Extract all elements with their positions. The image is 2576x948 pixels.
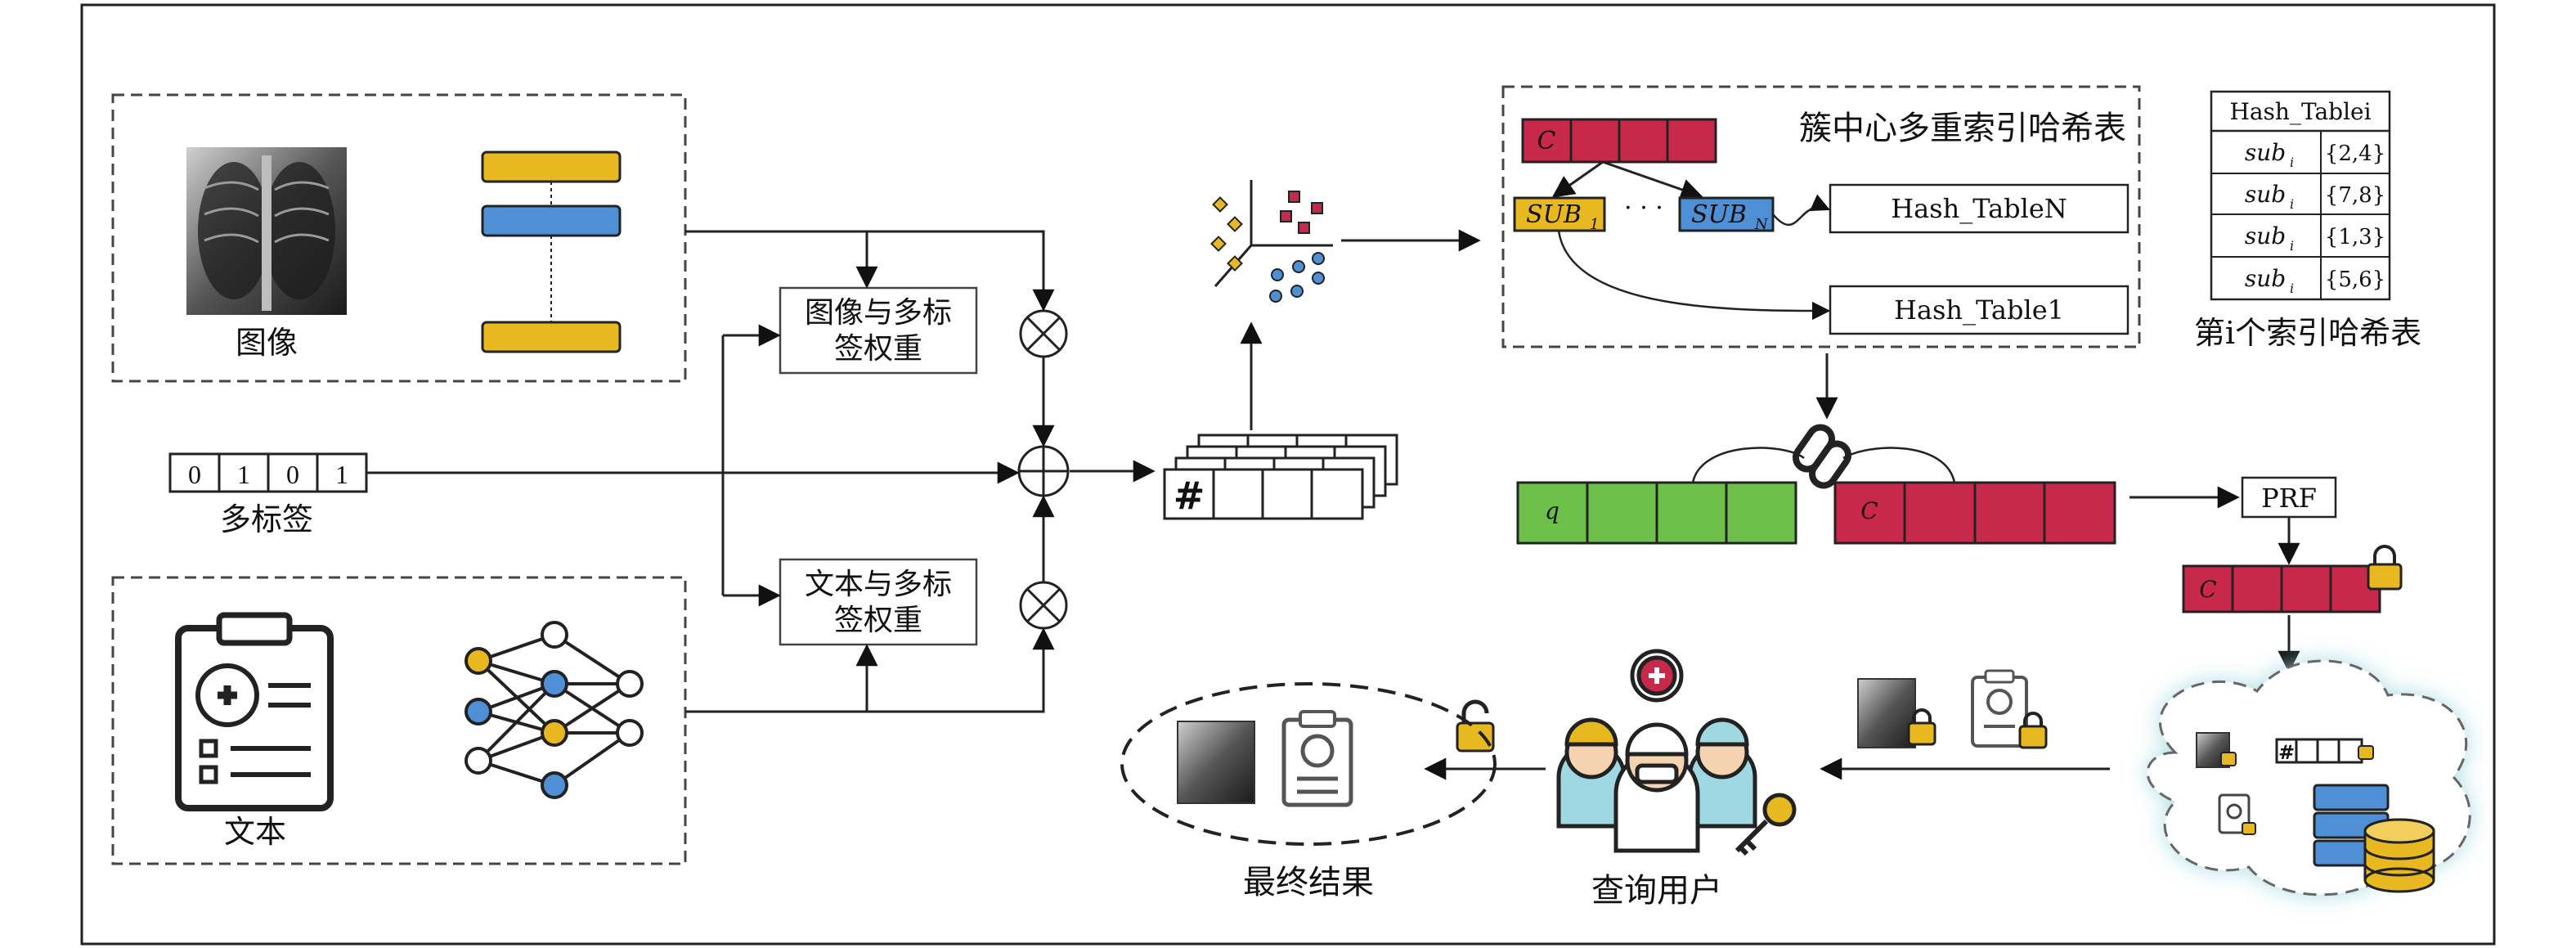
final-result-label: 最终结果 [1243,864,1374,901]
multilabel-vector: 0 1 0 1 [168,452,368,493]
svg-text:C: C [1537,127,1556,155]
svg-text:C: C [1860,497,1878,524]
hash-table-1-box: Hash_Table1 [1829,285,2129,335]
svg-text:sub: sub [2245,265,2286,292]
unlock-icon [1456,699,1495,753]
svg-text:Hash_Table1: Hash_Table1 [1894,294,2064,326]
svg-text:sub: sub [2245,139,2286,166]
image-panel: 图像 [111,93,687,383]
prf-box: PRF [2241,476,2337,519]
text-label: 文本 [224,814,286,850]
svg-text:Hash_TableN: Hash_TableN [1891,193,2067,224]
outer-frame [80,3,2496,946]
svg-text:i: i [2290,238,2294,254]
hash-table-n-box: Hash_TableN [1829,183,2129,234]
bit-0: 0 [188,460,201,489]
svg-text:SUB: SUB [1526,200,1582,229]
hash-table-i-row: sub i {7,8} [2245,181,2385,212]
svg-text:图像与多标: 图像与多标 [805,296,952,330]
svg-text:{5,6}: {5,6} [2325,267,2385,292]
final-result [1120,682,1497,846]
svg-text:签权重: 签权重 [834,604,922,637]
cluster-scatter-icon [1210,180,1333,303]
svg-text:#: # [2278,741,2295,764]
server-icon [2313,784,2435,893]
cluster-index-panel: 簇中心多重索引哈希表 C SUB 1 · · · SUB N Hash_Tabl… [1501,85,2141,348]
bit-2: 0 [286,460,299,489]
svg-text:签权重: 签权重 [834,332,922,366]
bit-3: 1 [335,460,348,489]
svg-text:N: N [1754,216,1769,233]
ellipsis: · · · [1624,194,1663,222]
svg-text:q: q [1545,497,1560,524]
svg-text:i: i [2290,155,2294,170]
multiply-op-top [1019,309,1068,358]
text-weight-box: 文本与多标 签权重 [779,558,978,646]
svg-text:i: i [2290,281,2294,296]
hash-table-i-header: Hash_Tablei [2229,98,2371,125]
hash-table-i: Hash_Tablei sub i {2,4} sub i {7,8} sub … [2210,90,2391,301]
lock-icon [2367,545,2403,591]
neural-network-icon [464,621,644,799]
svg-text:i: i [2290,196,2294,212]
link-arcs [1691,447,1956,483]
svg-text:PRF: PRF [2261,483,2317,514]
svg-text:1: 1 [1590,216,1599,233]
encrypted-c-code: C [2182,564,2381,613]
bit-1: 1 [237,460,250,489]
image-label: 图像 [236,325,298,361]
chest-xray-image [186,147,347,315]
cluster-title: 簇中心多重索引哈希表 [1799,110,2126,147]
hash-table-i-caption: 第i个索引哈希表 [2194,315,2421,351]
multilabel-caption: 多标签 [220,501,313,537]
sub-1-block: SUB 1 [1513,196,1606,233]
svg-text:{7,8}: {7,8} [2325,183,2385,208]
svg-text:文本与多标: 文本与多标 [805,568,952,601]
svg-text:{2,4}: {2,4} [2325,142,2385,166]
hash-code-stack: # [1163,434,1398,520]
c-code-large: C [1833,481,2116,545]
clipboard-icon [175,612,334,811]
sub-n-block: SUB N [1678,196,1775,233]
c-code: C [1521,118,1717,164]
cloud-storage: # [2146,659,2471,896]
hash-table-i-row: sub i {5,6} [2245,265,2385,296]
add-op [1017,445,1070,497]
svg-text:sub: sub [2245,181,2286,208]
image-weight-box: 图像与多标 签权重 [779,286,978,375]
svg-text:sub: sub [2245,222,2286,249]
q-code: q [1516,481,1797,545]
text-panel: 文本 [111,576,687,865]
hash-table-i-row: sub i {1,3} [2245,222,2385,254]
multiply-op-bottom [1019,581,1068,630]
query-user-icon [1556,649,1797,856]
svg-text:{1,3}: {1,3} [2325,225,2385,249]
encrypted-results-icon [1857,669,2048,749]
query-user-label: 查询用户 [1591,872,1722,910]
svg-text:SUB: SUB [1691,200,1747,229]
image-feature-stack-icon [481,151,622,353]
hash-table-i-row: sub i {2,4} [2245,139,2385,170]
left-connectors [366,230,1156,713]
hash-symbol: # [1174,474,1205,518]
svg-text:C: C [2199,576,2216,603]
link-icon [1792,424,1852,489]
